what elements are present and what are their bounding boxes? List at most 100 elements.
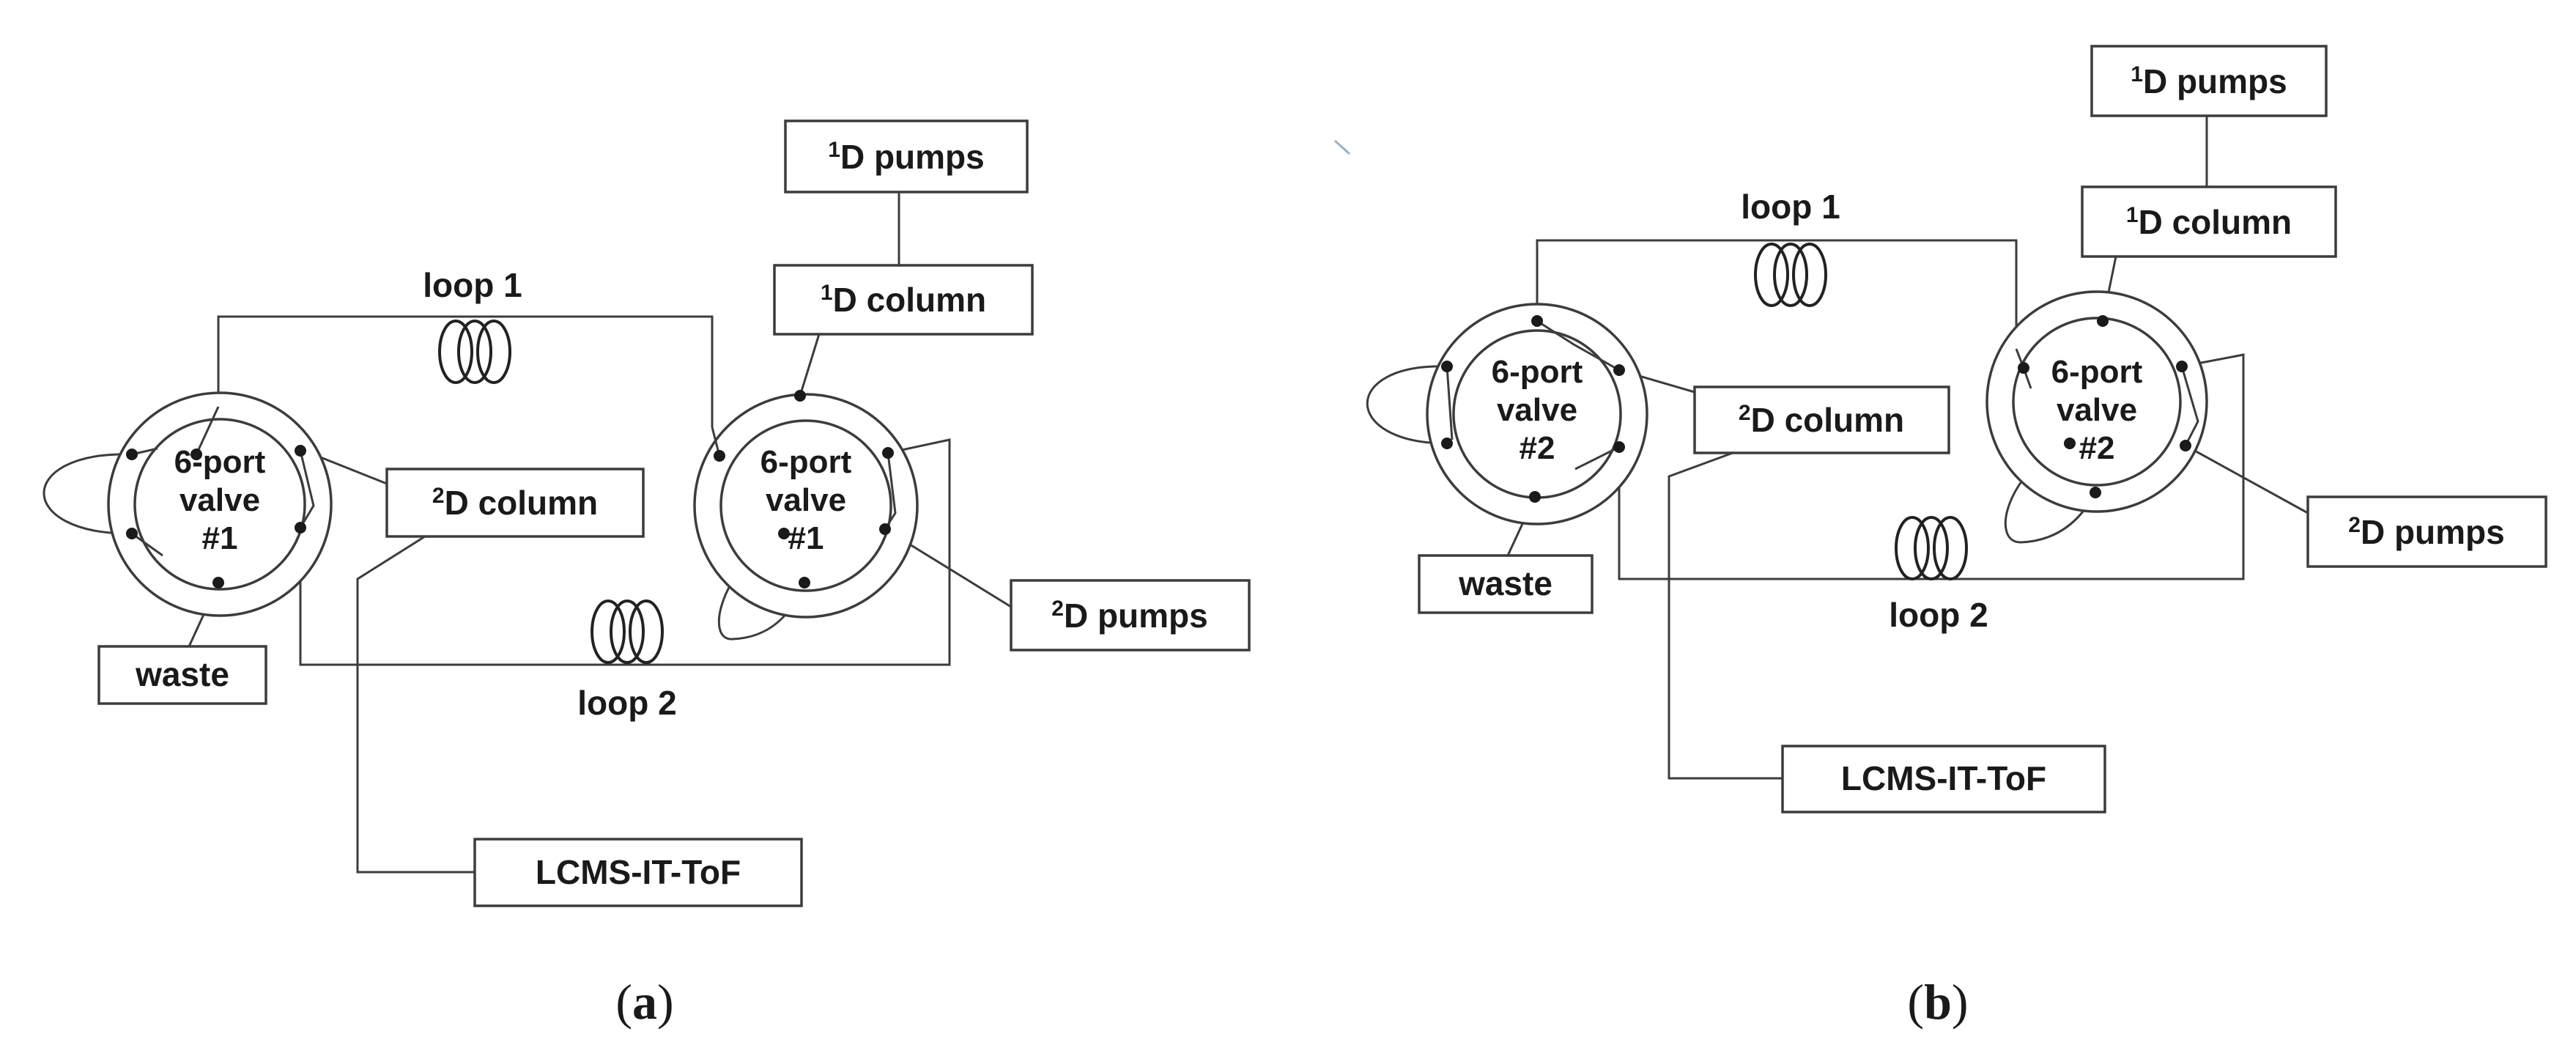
left-valve-a[interactable]: 6-port valve #1: [107, 391, 333, 617]
svg-text:1D column: 1D column: [2126, 203, 2292, 241]
column-2d-box-a[interactable]: 2D column: [385, 468, 645, 538]
valve-label-line1: 6-port: [174, 444, 266, 480]
loop1-coil-a: [438, 320, 511, 384]
port-dot: [778, 528, 790, 539]
port-dot: [2018, 362, 2029, 374]
label: D pumps: [840, 138, 985, 176]
valve-label-line3: #1: [202, 520, 238, 556]
loop1-label: loop 1: [1741, 188, 1840, 226]
loop2-coil-b: [1895, 516, 1968, 580]
detector-label: LCMS-IT-ToF: [1841, 759, 2046, 797]
label: D pumps: [2361, 513, 2505, 551]
port-dot: [2176, 361, 2188, 372]
loop1-label: loop 1: [423, 266, 522, 304]
loop1-coil-b: [1754, 243, 1827, 307]
detector-label: LCMS-IT-ToF: [536, 853, 741, 891]
valve-label-line1: 6-port: [760, 444, 852, 480]
valve-label-line2: valve: [179, 482, 260, 518]
port-dot: [1529, 491, 1541, 503]
loop2-label: loop 2: [1889, 596, 1988, 634]
left-valve-bypass-b: [1366, 365, 1448, 445]
stray-mark: [1333, 139, 1351, 155]
column2d-to-detector-b: [1668, 451, 1783, 780]
port-dot: [1441, 361, 1453, 372]
port-dot: [1441, 438, 1453, 449]
column2d-to-detector-a: [356, 535, 475, 874]
superscript: 2: [432, 484, 445, 508]
port-dot: [799, 577, 810, 588]
valve-label-line1: 6-port: [2051, 354, 2143, 390]
left-valve-bypass-a: [42, 453, 133, 535]
column-1d-box-a[interactable]: 1D column: [773, 264, 1034, 336]
label: D column: [445, 484, 599, 522]
loop2-coil-a: [591, 599, 664, 664]
svg-text:1D pumps: 1D pumps: [2131, 62, 2287, 100]
port-dot: [714, 450, 725, 462]
svg-text:2D column: 2D column: [1739, 401, 1904, 439]
valve-label-line2: valve: [2057, 392, 2137, 428]
waste-label: waste: [1458, 564, 1552, 602]
loop1-line-a: [217, 315, 714, 427]
superscript: 1: [828, 138, 840, 162]
caption-a: (a): [615, 974, 673, 1030]
label: D column: [833, 281, 987, 319]
label: D pumps: [1064, 597, 1208, 635]
svg-text:2D column: 2D column: [432, 484, 598, 522]
right-valve-a[interactable]: 6-port valve #1: [693, 390, 919, 619]
left-valve-b[interactable]: 6-port valve #2: [1426, 303, 1648, 525]
pumps-1d-box-b[interactable]: 1D pumps: [2090, 45, 2328, 117]
port-dot: [2180, 440, 2191, 451]
valve-label-line3: #2: [2079, 430, 2115, 466]
superscript: 2: [2348, 513, 2361, 537]
panel-a: 6-port valve #1 6-port valve #1: [42, 119, 1251, 1030]
column-1d-box-b[interactable]: 1D column: [2081, 185, 2337, 258]
superscript: 1: [2126, 203, 2139, 227]
port-dot: [126, 449, 138, 460]
superscript: 1: [2131, 62, 2143, 86]
waste-box-a[interactable]: waste: [97, 645, 267, 705]
detector-box-a[interactable]: LCMS-IT-ToF: [473, 838, 803, 907]
right-valve-b[interactable]: 6-port valve #2: [1985, 290, 2208, 513]
port-dot: [212, 577, 224, 588]
panel-b: 6-port valve #2 6-port valve #2: [1366, 45, 2547, 1030]
port-dot: [2097, 315, 2109, 327]
pumps-2d-box-a[interactable]: 2D pumps: [1010, 579, 1251, 652]
svg-text:2D pumps: 2D pumps: [1051, 597, 1207, 635]
port-dot: [126, 528, 138, 539]
label: D column: [1751, 401, 1905, 439]
valve-label-line1: 6-port: [1492, 354, 1583, 390]
port-dot: [2090, 487, 2101, 498]
loop2-label: loop 2: [577, 684, 676, 722]
port-dot: [2064, 438, 2076, 449]
loop2-line-b: [1618, 353, 2245, 580]
port-dot: [794, 390, 806, 402]
port-dot: [882, 447, 894, 459]
waste-box-b[interactable]: waste: [1418, 554, 1594, 614]
label: D column: [2139, 203, 2292, 241]
valve-to-pumps2d-b: [2185, 444, 2309, 514]
superscript: 1: [821, 281, 833, 305]
valve-label-line3: #1: [788, 520, 824, 556]
superscript: 2: [1739, 401, 1751, 425]
port-dot: [879, 523, 891, 535]
valve-label-line2: valve: [766, 482, 846, 518]
valve-label-line2: valve: [1497, 392, 1577, 428]
superscript: 2: [1051, 597, 1064, 621]
waste-label: waste: [135, 655, 229, 693]
svg-text:2D pumps: 2D pumps: [2348, 513, 2504, 551]
label: D pumps: [2143, 62, 2287, 100]
svg-text:1D pumps: 1D pumps: [828, 138, 984, 176]
valve-label-line3: #2: [1520, 430, 1555, 466]
port-dot: [295, 445, 306, 457]
loop1-line-b: [1536, 239, 2018, 349]
pumps-1d-box-a[interactable]: 1D pumps: [784, 119, 1029, 193]
pumps-2d-box-b[interactable]: 2D pumps: [2306, 495, 2547, 568]
column1d-to-valve-a: [799, 333, 821, 396]
loop2-line-a: [299, 438, 951, 666]
column-2d-box-b[interactable]: 2D column: [1693, 385, 1950, 454]
port-dot: [1531, 315, 1543, 327]
detector-box-b[interactable]: LCMS-IT-ToF: [1781, 745, 2106, 813]
caption-b: (b): [1907, 974, 1968, 1030]
svg-text:1D column: 1D column: [821, 281, 986, 319]
